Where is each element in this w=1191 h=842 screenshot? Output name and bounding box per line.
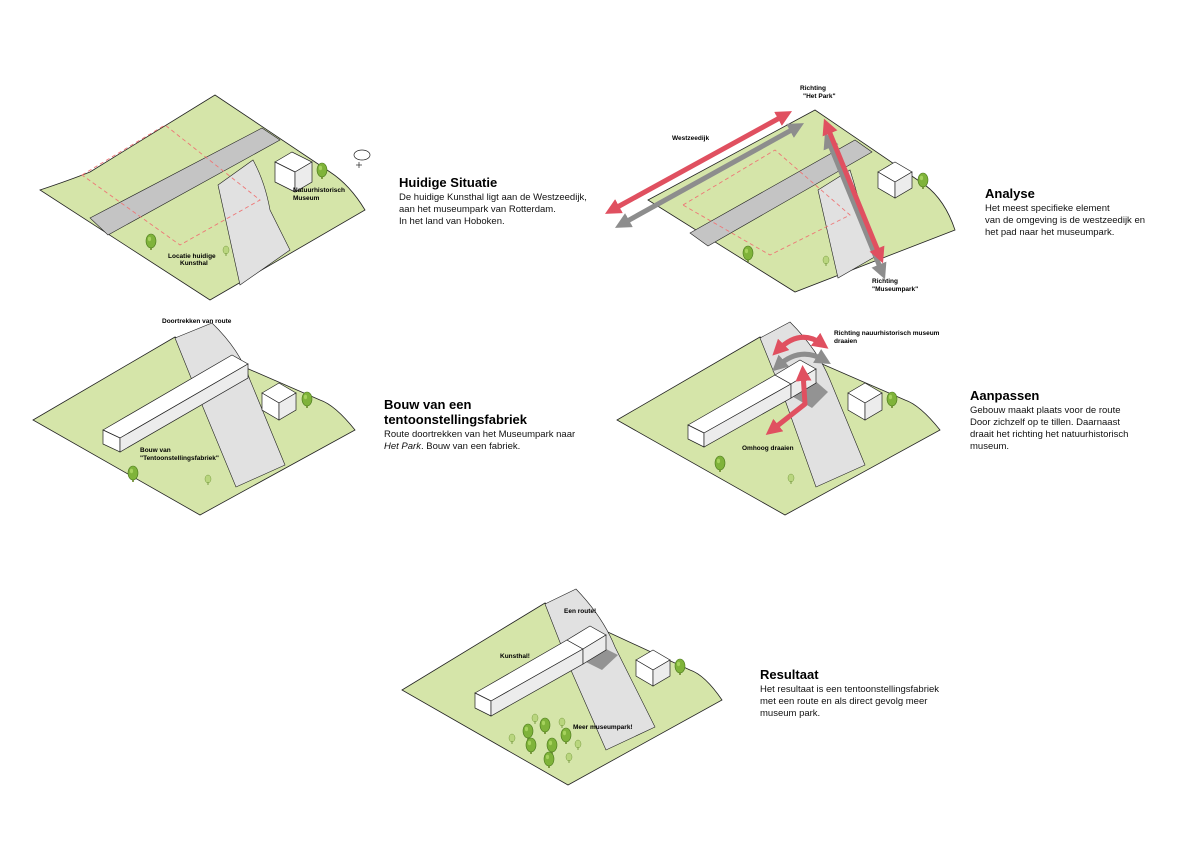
caption-analyse: Analyse Het meest specifieke element van…: [985, 186, 1185, 239]
label-natuurhistorisch-2: Museum: [293, 195, 320, 202]
tentoonstellingsfabriek-building: [474, 625, 607, 717]
ground-plane: [401, 602, 723, 786]
panel-bouw: Doortrekken van route Bouw van "Tentoons…: [32, 318, 356, 516]
label-richting-park-2: "Het Park": [803, 93, 836, 100]
panel-huidige-situatie: Natuurhistorisch Museum Locatie huidige …: [39, 94, 371, 301]
north-compass-icon: [353, 149, 371, 168]
panel-resultaat: Een route! Kunsthal! Meer museumpark!: [401, 588, 723, 786]
label-richting-museum-1: Richting nauurhistorisch museum: [834, 330, 940, 337]
natuurhistorisch-museum-building: [261, 382, 297, 421]
label-meer-museumpark: Meer museumpark!: [573, 724, 633, 731]
caption-body-italic: Het Park: [384, 441, 421, 452]
label-richting-park-1: Richting: [800, 85, 826, 92]
museumpark-path: [544, 588, 656, 751]
tentoonstellingsfabriek-building: [102, 354, 249, 453]
label-natuurhistorisch-1: Natuurhistorisch: [293, 187, 345, 194]
caption-title: Aanpassen: [970, 388, 1040, 403]
label-bouw-van-1: Bouw van: [140, 447, 171, 454]
label-een-route: Een route!: [564, 608, 596, 615]
caption-title: Huidige Situatie: [399, 175, 498, 190]
museumpark-path: [217, 159, 291, 286]
caption-title: Resultaat: [760, 667, 819, 682]
red-arrow-museumpark: [822, 118, 885, 264]
caption-body: Gebouw maakt plaats voor de route Door z…: [970, 405, 1129, 452]
caption-resultaat: Resultaat Het resultaat is een tentoonst…: [760, 667, 980, 720]
grey-arrow-westzeedijk: [615, 123, 804, 228]
caption-body: Het resultaat is een tentoonstellingsfab…: [760, 684, 940, 719]
caption-body: De huidige Kunsthal ligt aan de Westzeed…: [399, 192, 587, 227]
panel-analyse: Richting "Het Park" Westzeedijk Richting…: [604, 85, 956, 293]
natuurhistorisch-museum-building: [847, 382, 883, 421]
natuurhistorisch-museum-building: [635, 649, 671, 687]
label-locatie-2: Kunsthal: [180, 260, 208, 267]
natuurhistorisch-museum-building: [274, 151, 313, 193]
label-westzeedijk: Westzeedijk: [672, 135, 709, 142]
label-locatie-1: Locatie huidige: [168, 253, 216, 260]
caption-body-plain: Route doortrekken van het Museumpark naa…: [384, 429, 576, 440]
tree-icon: [127, 465, 139, 483]
label-omhoog: Omhoog draaien: [742, 445, 794, 452]
label-kunsthal: Kunsthal!: [500, 653, 530, 660]
caption-title-line-2: tentoonstellingsfabriek: [384, 412, 528, 427]
caption-huidige-situatie: Huidige Situatie De huidige Kunsthal lig…: [399, 175, 629, 228]
caption-title: Analyse: [985, 186, 1035, 201]
caption-body-tail: . Bouw van een fabriek.: [420, 441, 521, 452]
grey-arrow-rotate: [772, 349, 831, 372]
caption-title-line-1: Bouw van een: [384, 397, 472, 412]
label-doortrekken: Doortrekken van route: [162, 318, 232, 325]
red-arrow-lift: [765, 365, 812, 435]
red-arrow-rotate: [772, 332, 829, 356]
label-richting-museumpark-2: "Museumpark": [872, 286, 918, 293]
caption-bouw: Bouw van een tentoonstellingsfabriek Rou…: [384, 397, 644, 453]
natuurhistorisch-museum-building: [877, 161, 913, 199]
caption-body: Route doortrekken van het Museumpark naa…: [384, 429, 644, 453]
ground-plane: [32, 336, 356, 516]
label-richting-museum-2: draaien: [834, 338, 857, 345]
panel-aanpassen: Richting nauurhistorisch museum draaien …: [616, 321, 941, 516]
kunsthal-dashed-outline: [81, 124, 261, 246]
label-richting-museumpark-1: Richting: [872, 278, 898, 285]
caption-aanpassen: Aanpassen Gebouw maakt plaats voor de ro…: [970, 388, 1180, 453]
label-bouw-van-2: "Tentoonstellingsfabriek": [140, 455, 219, 462]
caption-body: Het meest specifieke element van de omge…: [985, 203, 1146, 238]
westzeedijk-road: [89, 127, 281, 236]
